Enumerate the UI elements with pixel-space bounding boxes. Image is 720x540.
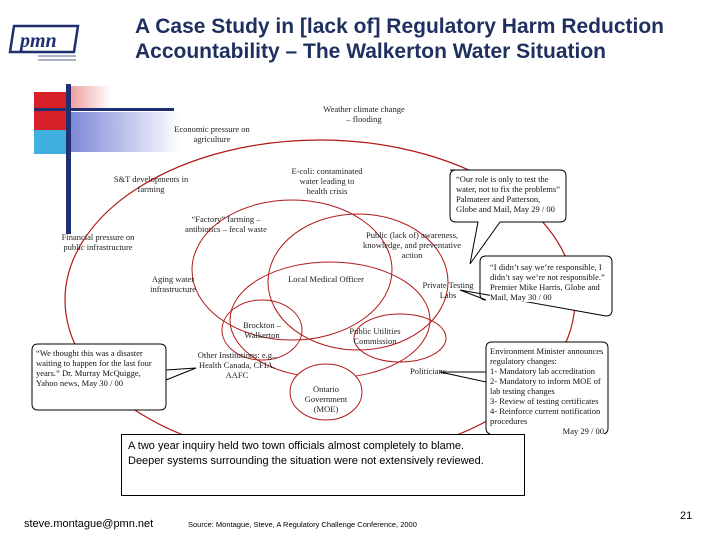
label-puc: Public Utilities Commission: [349, 326, 401, 346]
label-economic: Economic pressure on agriculture: [174, 124, 250, 144]
decorative-pink-block: [71, 86, 111, 108]
pmn-logo: pmn: [8, 24, 80, 61]
label-public-awareness: Public (lack of) awareness, knowledge, a…: [363, 230, 461, 260]
quote-harris: “I didn’t say we’re responsible, I didn’…: [490, 262, 608, 302]
quote-mcquigge: “We thought this was a disaster waiting …: [36, 348, 162, 388]
label-financial: Financial pressure on public infrastruct…: [61, 232, 135, 252]
decorative-gradient-block: [71, 112, 181, 152]
quote-minister: Environment Minister announces regulator…: [490, 346, 604, 436]
summary-line-1: A two year inquiry held two town officia…: [128, 440, 465, 452]
label-aging: Aging water infrastructure: [150, 274, 196, 294]
footer-source: Source: Montague, Steve, A Regulatory Ch…: [188, 520, 417, 529]
decorative-vertical-bar: [66, 84, 71, 234]
label-other-institutions: Other Institutions: e.g., Health Canada,…: [197, 350, 277, 380]
decorative-red-block: [34, 92, 66, 130]
label-brockton: Brockton – Walkerton: [242, 320, 281, 340]
label-local-medical: Local Medical Officer: [288, 274, 364, 284]
quote-koebel: “Our role is only to test the water, not…: [456, 174, 562, 214]
label-politicians: Politicians: [410, 366, 446, 376]
slide-title: A Case Study in [lack of] Regulatory Har…: [135, 15, 664, 63]
label-ontario-gov: Ontario Government (MOE): [304, 384, 348, 414]
decorative-blue-block: [34, 130, 66, 154]
minister-intro: Environment Minister announces regulator…: [490, 346, 604, 366]
label-ecoli: E-coli: contaminated water leading to he…: [291, 166, 363, 196]
minister-item: 3- Review of testing certificates: [490, 396, 599, 406]
footer-email[interactable]: steve.montague@pmn.net: [24, 518, 154, 530]
minister-date: May 29 / 00: [562, 426, 604, 436]
decorative-horizontal-bar: [34, 108, 174, 111]
logo-text: pmn: [18, 30, 57, 52]
minister-item: 4- Reinforce current notification proced…: [490, 406, 601, 426]
summary-box: A two year inquiry held two town officia…: [121, 434, 525, 496]
minister-item: 1- Mandatory lab accreditation: [490, 366, 596, 376]
label-factory: “Factory” farming – antibiotics – fecal …: [185, 214, 267, 234]
label-private-labs: Private Testing Labs: [422, 280, 474, 300]
summary-line-2: Deeper systems surrounding the situation…: [128, 455, 484, 467]
page-number: 21: [680, 510, 693, 522]
label-sandt: S&T developments in farming: [113, 174, 189, 194]
minister-item: 2- Mandatory to inform MOE of lab testin…: [490, 376, 601, 396]
label-weather: Weather climate change – flooding: [323, 104, 405, 124]
